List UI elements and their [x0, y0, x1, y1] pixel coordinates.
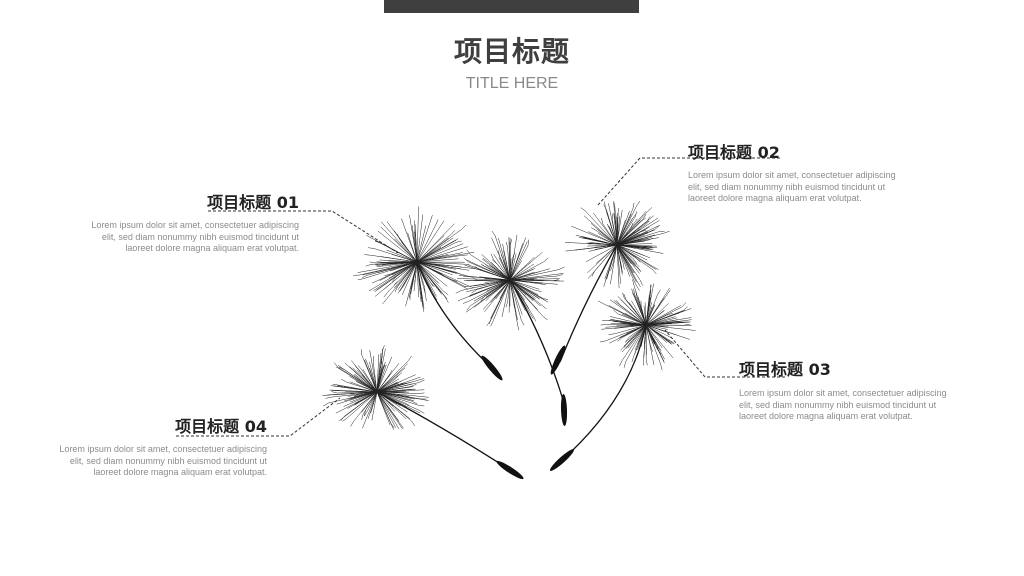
dandelion-seed-1	[481, 355, 503, 381]
item-03-desc: Lorem ipsum dolor sit amet, consectetuer…	[739, 388, 947, 422]
dandelion-seed-2	[560, 394, 568, 426]
page-title: 项目标题	[453, 35, 570, 68]
dandelion-stem-1	[416, 261, 493, 369]
item-04-desc: Lorem ipsum dolor sit amet, consectetuer…	[59, 444, 267, 478]
dandelion-stem-3	[559, 244, 618, 363]
dandelion-tufts	[322, 200, 696, 430]
item-04-title: 项目标题 04	[175, 417, 267, 436]
dandelion-seed-4	[549, 449, 575, 471]
connector-02	[597, 157, 780, 206]
page-subtitle: TITLE HERE	[465, 75, 559, 92]
item-01-desc: Lorem ipsum dolor sit amet, consectetuer…	[91, 220, 299, 254]
dandelion-tuft-3	[564, 200, 670, 291]
dandelion-seed-5	[496, 460, 524, 480]
item-02-title: 项目标题 02	[688, 143, 780, 162]
item-02-desc: Lorem ipsum dolor sit amet, consectetuer…	[688, 170, 896, 204]
dandelion-tuft-5	[322, 345, 429, 430]
dandelion-stem-4	[559, 324, 647, 463]
connector-03	[664, 329, 785, 378]
dandelion-tuft-2	[455, 230, 565, 331]
dandelion-seed-3	[550, 345, 566, 375]
dandelion-tuft-4	[598, 279, 696, 371]
connector-lines	[176, 157, 785, 437]
item-03-title: 项目标题 03	[739, 360, 831, 379]
connector-04	[176, 397, 341, 437]
dandelion-seeds	[481, 345, 575, 480]
dandelion-tuft-1	[353, 206, 482, 312]
connector-01	[208, 210, 399, 254]
dandelion-stem-2	[509, 279, 565, 421]
top-accent-bar	[384, 0, 639, 13]
item-01-title: 项目标题 01	[207, 193, 299, 212]
